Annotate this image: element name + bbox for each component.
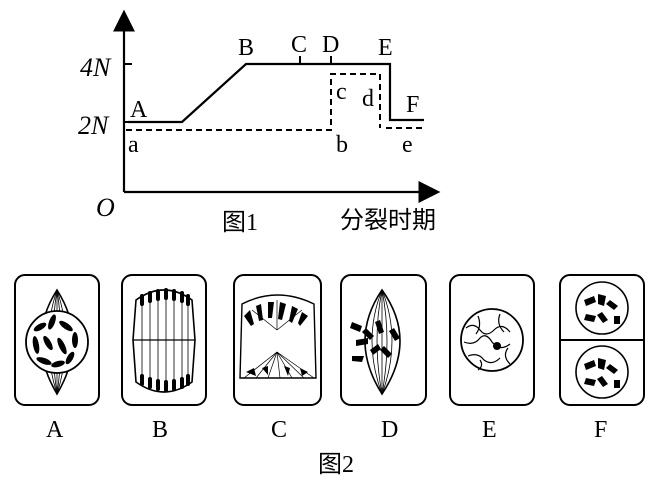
cell-label-C: C <box>271 417 287 443</box>
cell-E: E <box>449 274 535 443</box>
cell-C: C <box>233 274 322 443</box>
x-axis-label: 分裂时期 <box>340 207 436 234</box>
point-label-b: b <box>336 132 348 158</box>
solid-curve <box>128 62 424 124</box>
point-label-c: c <box>336 79 347 105</box>
cell-B: B <box>121 274 207 443</box>
point-label-E: E <box>378 35 393 61</box>
point-label-C: C <box>291 32 307 58</box>
origin-label: O <box>96 193 115 222</box>
y-tick-label-2n: 2N <box>78 111 110 140</box>
point-label-F: F <box>406 92 419 118</box>
point-label-a: a <box>128 132 139 158</box>
cell-label-F: F <box>594 417 607 443</box>
point-label-A: A <box>130 97 148 123</box>
y-tick-label-4n: 4N <box>80 53 112 82</box>
cell-label-A: A <box>46 417 64 443</box>
cell-label-D: D <box>381 417 398 443</box>
dashed-curve <box>126 73 381 131</box>
cell-D: D <box>340 274 427 443</box>
point-label-B: B <box>238 35 254 61</box>
figure2-caption: 图2 <box>318 452 354 478</box>
point-label-e: e <box>402 132 413 158</box>
figure1-caption: 图1 <box>222 210 258 236</box>
figure1-graph: 4N 2N O A B C D E F a b c d e 分裂时期 图1 <box>78 9 441 236</box>
cell-label-B: B <box>152 417 168 443</box>
point-label-D: D <box>322 32 339 58</box>
cell-label-E: E <box>482 417 497 443</box>
cell-A: A <box>14 274 100 443</box>
figure2-cells: A B <box>14 274 645 478</box>
cell-F: F <box>559 274 645 443</box>
point-label-d: d <box>362 86 374 112</box>
